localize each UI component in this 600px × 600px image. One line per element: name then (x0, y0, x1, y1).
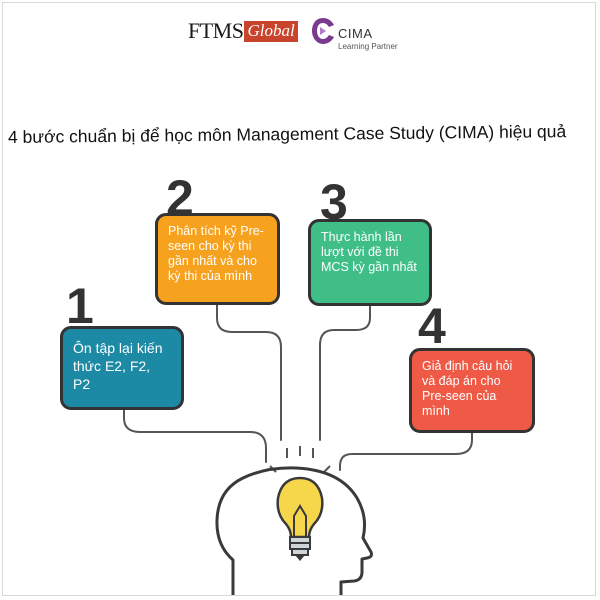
step-4-box: Giả định câu hỏi và đáp án cho Pre-seen … (409, 348, 535, 433)
step-3-box: Thực hành lần lượt với đề thi MCS kỳ gần… (308, 219, 432, 306)
connector-2 (216, 304, 282, 441)
cima-logo-subtitle: Learning Partner (338, 42, 398, 51)
ftms-logo-global: Global (244, 21, 298, 42)
step-2-box: Phân tích kỹ Pre-seen cho kỳ thi gần nhấ… (155, 213, 280, 305)
connector-3 (319, 305, 371, 441)
light-bulb-icon (276, 476, 324, 561)
step-1-box: Ôn tập lại kiến thức E2, F2, P2 (60, 326, 184, 410)
cima-logo-icon (312, 18, 334, 44)
connector-4 (339, 432, 473, 471)
connector-1 (123, 409, 267, 463)
head-silhouette-icon (215, 466, 373, 595)
cima-logo-text: CIMA (338, 26, 373, 41)
ftms-logo-text: FTMS (188, 18, 244, 43)
step-3-number: 3 (320, 174, 348, 230)
step-4-number: 4 (418, 298, 446, 354)
step-1-number: 1 (66, 278, 94, 334)
